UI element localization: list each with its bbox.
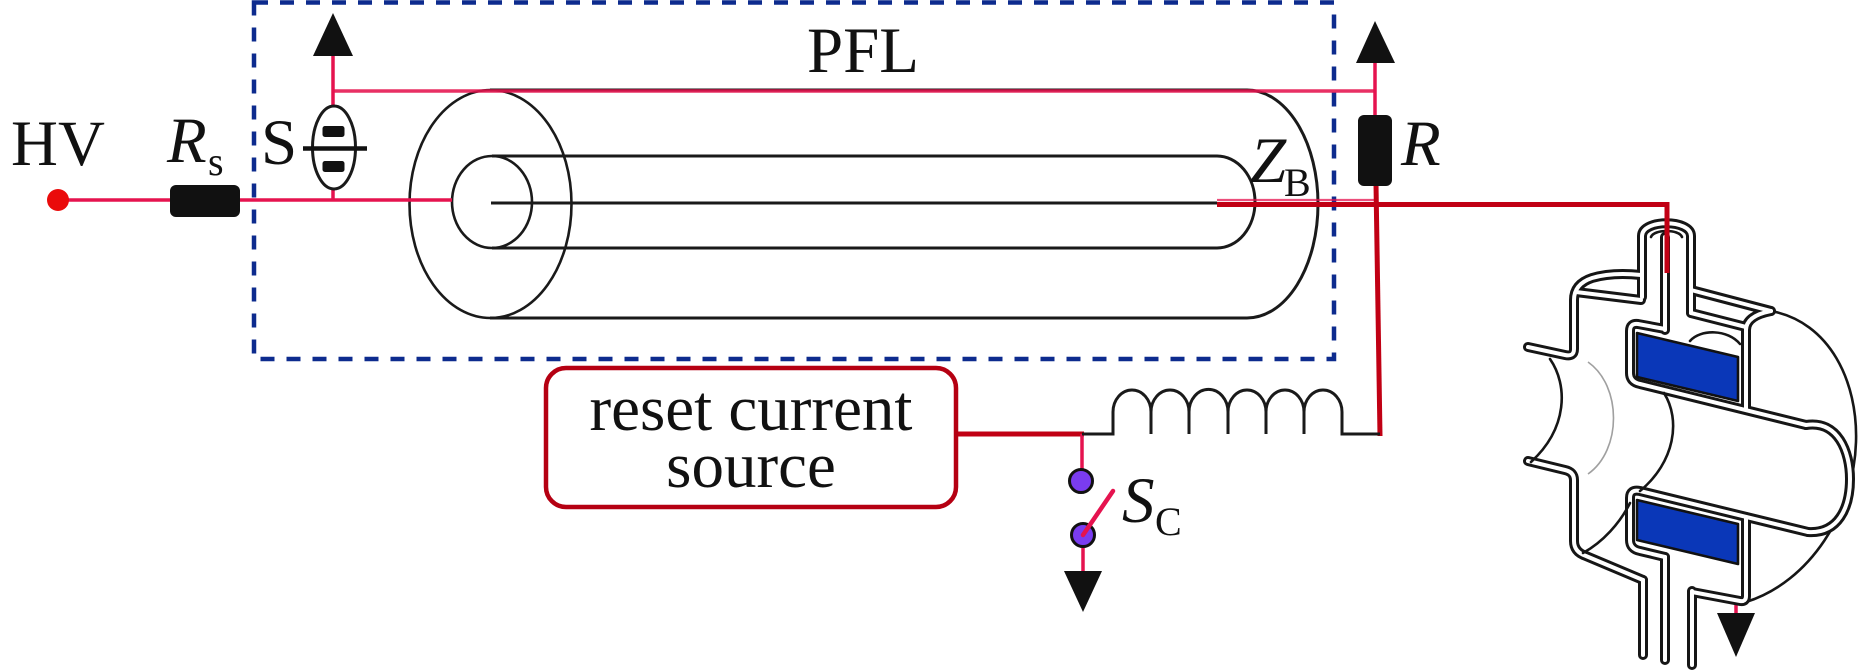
cavity-bore-shading-arc bbox=[1587, 361, 1615, 475]
magnetic-core-lower bbox=[1635, 498, 1740, 566]
sc-switch-blade bbox=[1080, 488, 1116, 538]
sc-ground-arrow-icon bbox=[1064, 571, 1102, 612]
resistor-r-lower-lead bbox=[1373, 183, 1383, 437]
cavity-core-top-hump bbox=[1688, 331, 1742, 346]
cavity-bore-far-edge bbox=[1638, 391, 1675, 493]
cavity-bore-rim bbox=[1806, 424, 1850, 532]
zb-label-subscript: B bbox=[1284, 160, 1311, 205]
switch-s-ground-arrow-icon bbox=[313, 13, 353, 56]
cavity-bore-near-edge-upper bbox=[1529, 357, 1564, 464]
charging-resistor-rs bbox=[170, 185, 240, 217]
diagram-labels: HV R s S PFL Z B R reset current source … bbox=[11, 15, 1441, 544]
reset-source-label-line-1: reset current bbox=[589, 373, 912, 445]
rs-label-subscript: s bbox=[208, 139, 224, 184]
cavity-ground-arrow-icon bbox=[1717, 613, 1755, 657]
cavity-upper-right-top-edge-hollow bbox=[1689, 288, 1773, 313]
resistor-r-label: R bbox=[1400, 108, 1441, 180]
switch-s-upper-electrode bbox=[322, 126, 345, 137]
circuit-wires bbox=[58, 55, 1738, 614]
switch-s-label: S bbox=[261, 107, 297, 179]
sc-label-symbol: S bbox=[1122, 465, 1155, 537]
zb-label-symbol: Z bbox=[1250, 125, 1287, 197]
sc-label-subscript: C bbox=[1155, 499, 1182, 544]
pfl-enclosure-dashed-box bbox=[251, 0, 1337, 362]
pfl-label: PFL bbox=[807, 15, 919, 87]
reset-current-source-box bbox=[543, 365, 959, 510]
pfl-output-wire-to-cavity bbox=[1217, 202, 1670, 273]
resistor-r bbox=[1358, 115, 1392, 186]
resistor-r-ground-arrow-icon bbox=[1356, 21, 1395, 63]
hv-label: HV bbox=[11, 108, 105, 180]
main-switch-s bbox=[303, 104, 367, 191]
cavity-outer-shell-arc bbox=[1744, 309, 1858, 604]
reset-switch-sc bbox=[1068, 468, 1116, 548]
induction-cavity-cutaway bbox=[1528, 223, 1858, 665]
pfl-coaxial-line bbox=[408, 88, 1320, 320]
sc-fixed-contact bbox=[1068, 468, 1094, 494]
magnetic-core-upper bbox=[1635, 331, 1740, 403]
reset-inductor bbox=[1082, 387, 1380, 436]
cavity-bore-near-edge-lower bbox=[1581, 501, 1632, 555]
rs-label-symbol: R bbox=[166, 105, 207, 177]
hv-terminal-dot bbox=[47, 189, 69, 211]
cavity-upper-left-wall-flange bbox=[1528, 274, 1641, 355]
switch-s-lower-electrode bbox=[322, 161, 345, 172]
reset-source-label-line-2: source bbox=[666, 430, 836, 502]
